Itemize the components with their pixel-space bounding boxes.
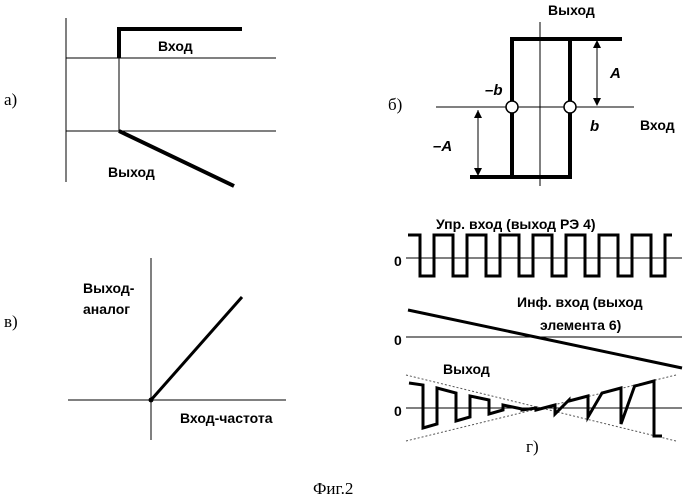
- panel-g-control-input-label: Упр. вход (выход РЭ 4): [436, 216, 596, 232]
- panel-b-y-axis-label: Выход: [548, 2, 595, 18]
- panel-g-info-input-label-2: элемента 6): [540, 317, 621, 333]
- panel-g-control-zero-label: 0: [394, 253, 402, 269]
- panel-b-a-arrow-up: [593, 40, 601, 48]
- panel-a-input-label: Вход: [158, 38, 193, 54]
- panel-g-label: г): [526, 437, 539, 456]
- panel-a-label: а): [4, 90, 17, 109]
- panel-v-y-axis-label-2: аналог: [83, 301, 130, 317]
- panel-g-output-label: Выход: [443, 361, 490, 377]
- panel-b-neg-b-point: [506, 101, 518, 113]
- panel-g-control-square-wave: [408, 235, 672, 276]
- panel-b: б) Выход Вход –b b A –A: [388, 2, 675, 186]
- panel-b-label: б): [388, 95, 402, 114]
- panel-g-info-input-label-1: Инф. вход (выход: [517, 294, 643, 310]
- panel-g: Упр. вход (выход РЭ 4) 0 Инф. вход (выхо…: [394, 216, 682, 456]
- panel-b-neg-a-arrow-up: [474, 110, 482, 118]
- panel-b-neg-a-label: –A: [433, 138, 452, 155]
- panel-v-label: в): [4, 312, 18, 331]
- panel-a: а) Вход Выход: [4, 18, 276, 186]
- panel-b-neg-b-label: –b: [485, 82, 503, 99]
- panel-b-a-arrow-down: [593, 98, 601, 106]
- panel-v-x-axis-label: Вход-частота: [180, 410, 273, 426]
- panel-v-characteristic-line: [151, 297, 242, 400]
- panel-g-output-zero-label: 0: [394, 403, 402, 419]
- panel-b-loop-left: [470, 39, 622, 177]
- panel-b-neg-a-arrow-down: [474, 168, 482, 176]
- panel-b-pos-a-label: A: [609, 65, 621, 82]
- panel-b-x-axis-label: Вход: [640, 117, 675, 133]
- panel-v-origin-point: [149, 398, 154, 403]
- panel-b-loop-right: [512, 39, 570, 177]
- figure-caption: Фиг.2: [313, 479, 353, 498]
- panel-v: в) Выход- аналог Вход-частота: [4, 258, 286, 440]
- panel-b-pos-b-point: [564, 101, 576, 113]
- panel-g-info-zero-label: 0: [394, 332, 402, 348]
- panel-b-pos-b-label: b: [590, 118, 599, 135]
- panel-a-output-label: Выход: [108, 164, 155, 180]
- panel-v-y-axis-label-1: Выход-: [83, 280, 135, 296]
